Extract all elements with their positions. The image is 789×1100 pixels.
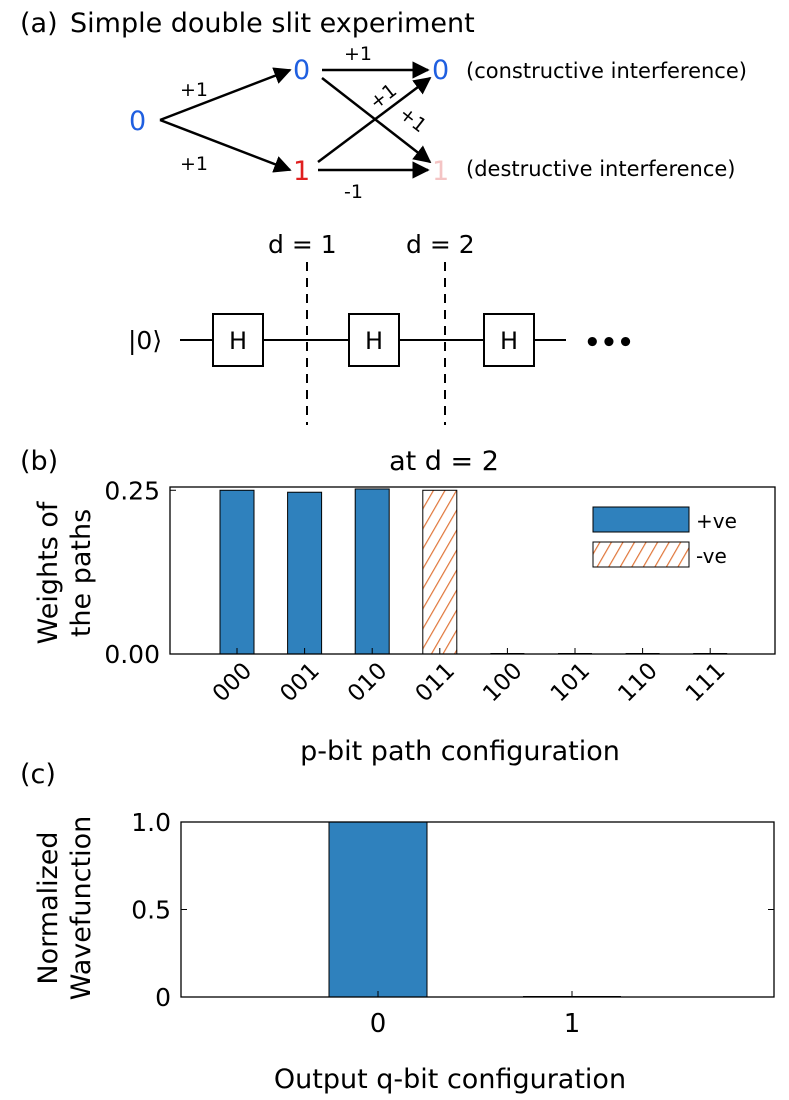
panel-a-label: (a) [20,8,58,39]
node-mid-top: 0 [293,55,310,86]
y-tick-label-0.00: 0.00 [104,640,160,669]
chart-b-ylabel-line1: Weights of [33,500,64,644]
x-tick-label-010: 010 [343,658,392,707]
chart-b-xlabel: p-bit path configuration [300,736,620,767]
chart-c-bars [328,821,621,998]
weight-top-bottom: +1 [395,103,431,138]
panel-a-title: Simple double slit experiment [70,8,475,39]
arrow-start-to-top [159,67,292,122]
weight-start-top: +1 [180,79,208,101]
chart-b-axes [169,486,776,655]
node-start: 0 [129,106,146,137]
chart-c-ylabel-line2: Wavefunction [66,816,97,1000]
chart-c-ticks: 0 1 0 0.5 1.0 [131,808,774,1039]
circuit: d = 1 d = 2 |0⟩ H H H ••• [128,230,634,425]
legend-label-positive: +ve [696,509,737,533]
panel-c-label: (c) [20,759,56,790]
chart-c-ylabel-line1: Normalized [33,831,64,984]
bar-output-0 [328,821,428,998]
x-tick-label-001: 001 [275,658,324,707]
chart-b-ylabel-line2: the paths [66,509,97,637]
legend-swatch-negative [592,541,690,568]
weight-bottom-top: +1 [366,79,402,114]
chart-b-legend: +ve -ve [592,506,737,568]
y-tick-label-c-1: 0.5 [131,896,171,925]
h-gate-2-label: H [365,327,383,355]
bar-positive-000 [219,489,255,655]
panel-b-label: (b) [20,446,58,477]
bar-positive-001 [287,491,323,655]
h-gate-1 [212,313,264,367]
x-tick-label-110: 110 [613,658,662,707]
chart-b-bars [219,488,728,655]
note-destructive: (destructive interference) [466,157,736,181]
h-gate-2 [348,313,400,367]
bar-negative-011 [422,489,458,655]
circuit-ellipsis: ••• [584,328,634,358]
x-tick-label-c-1: 1 [564,1009,581,1039]
x-tick-label-000: 000 [208,658,257,707]
node-end-top: 0 [432,55,449,86]
h-gate-3-label: H [500,327,518,355]
arrow-start-to-bottom [159,118,292,173]
legend-label-negative: -ve [696,544,727,568]
x-tick-label-100: 100 [478,658,527,707]
chart-b-title: at d = 2 [389,446,499,477]
weight-start-bottom: +1 [180,153,208,175]
x-tick-label-111: 111 [681,658,730,707]
ket-zero: |0⟩ [128,326,162,355]
panel-a: (a) Simple double slit experiment 0 0 1 … [20,8,747,425]
weight-bottom-bottom: -1 [344,181,363,203]
node-mid-bottom: 1 [293,156,310,187]
x-tick-label-c-0: 0 [370,1009,387,1039]
y-tick-label-0.25: 0.25 [104,476,160,505]
chart-c-xlabel: Output q-bit configuration [274,1064,626,1095]
y-tick-label-c-2: 1.0 [131,808,171,837]
arrow-top-to-bottom [321,77,432,164]
panel-c: (c) Normalized Wavefunction 0 1 0 0.5 1.0 Ou… [20,759,775,1095]
note-constructive: (constructive interference) [466,59,747,83]
x-tick-label-011: 011 [411,658,460,707]
weight-top-top: +1 [344,43,372,65]
bar-positive-010 [354,488,390,655]
chart-c-axes [180,821,775,998]
x-tick-label-101: 101 [546,658,595,707]
h-gate-1-label: H [229,327,247,355]
depth-label-2: d = 2 [406,230,475,259]
panel-b: (b) at d = 2 Weights of the paths 000 001… [20,446,776,767]
node-end-bottom: 1 [432,156,449,187]
h-gate-3 [483,313,535,367]
legend-swatch-positive [592,506,690,533]
y-tick-label-c-0: 0 [155,983,171,1012]
depth-label-1: d = 1 [268,230,337,259]
